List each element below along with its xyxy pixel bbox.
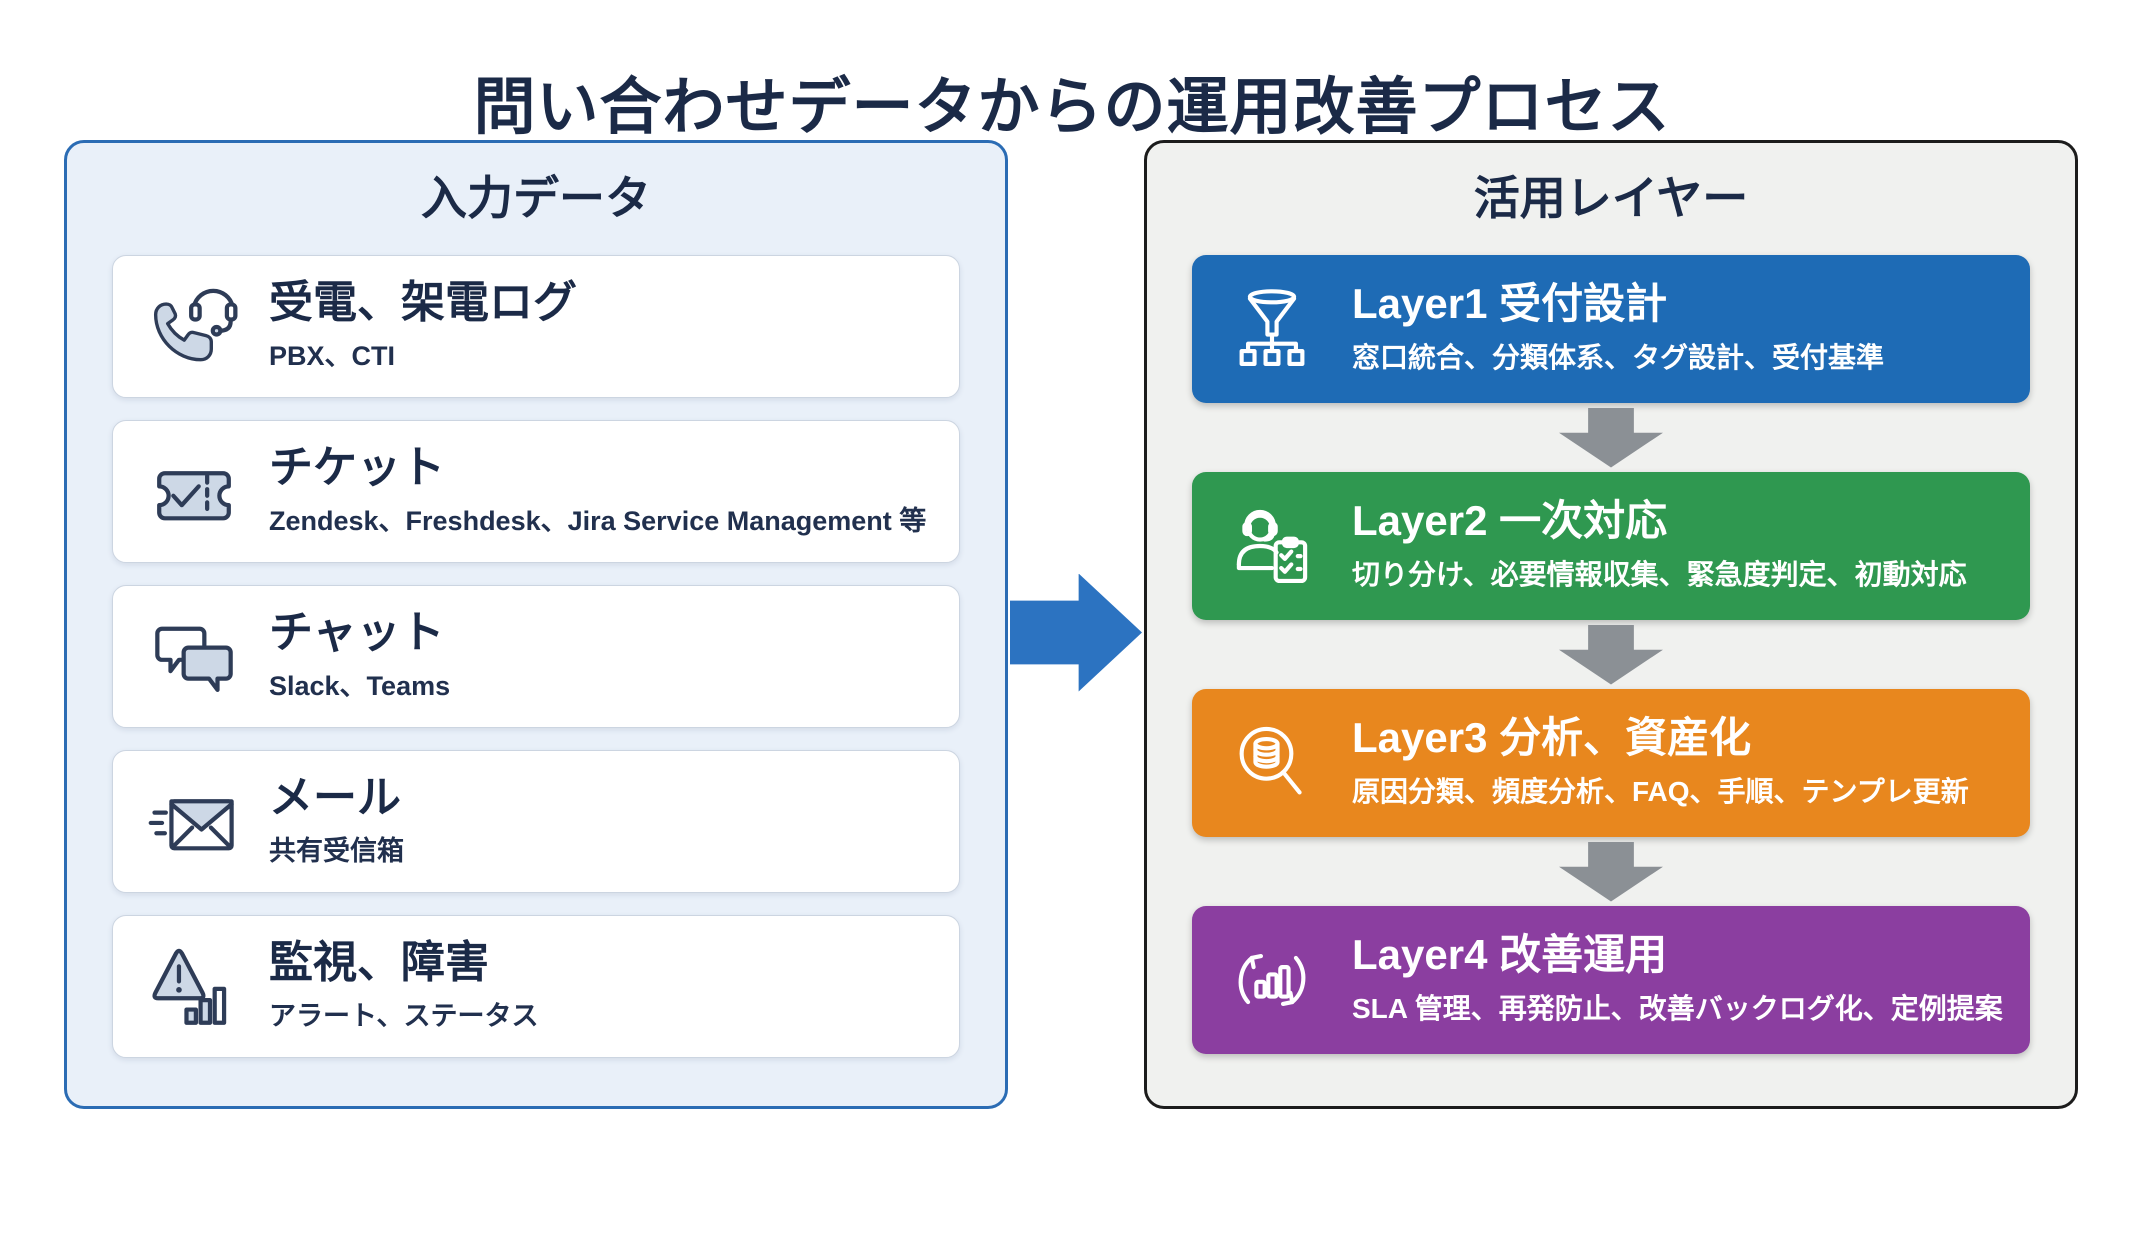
layer-subtitle: SLA 管理、再発防止、改善バックログ化、定例提案 xyxy=(1352,992,2003,1024)
panel-connector xyxy=(1008,140,1144,1109)
input-card-title: 受電、架電ログ xyxy=(269,277,577,327)
input-card-subtitle: Slack、Teams xyxy=(269,671,451,702)
down-arrow-icon xyxy=(1559,841,1663,902)
layer-title: Layer4 改善運用 xyxy=(1352,931,1668,979)
layers-panel: 活用レイヤー Layer1 受付設計 xyxy=(1144,140,2078,1109)
input-card-mail: メール 共有受信箱 xyxy=(112,750,960,893)
input-card-monitoring: 監視、障害 アラート、ステータス xyxy=(112,915,960,1058)
mail-icon xyxy=(147,775,241,869)
layer-subtitle: 原因分類、頻度分析、FAQ、手順、テンプレ更新 xyxy=(1352,775,1969,807)
layer-card-4: Layer4 改善運用 SLA 管理、再発防止、改善バックログ化、定例提案 xyxy=(1192,906,2030,1054)
input-card-subtitle: Zendesk、Freshdesk、Jira Service Managemen… xyxy=(269,506,927,537)
right-arrow-icon xyxy=(1010,573,1142,692)
layer-subtitle: 窓口統合、分類体系、タグ設計、受付基準 xyxy=(1352,341,1885,373)
layer-title: Layer2 一次対応 xyxy=(1352,497,1668,545)
input-card-call-log: 受電、架電ログ PBX、CTI xyxy=(112,255,960,398)
input-card-subtitle: PBX、CTI xyxy=(269,341,396,372)
input-panel-title: 入力データ xyxy=(421,172,651,224)
layer-card-2: Layer2 一次対応 切り分け、必要情報収集、緊急度判定、初動対応 xyxy=(1192,472,2030,620)
ticket-icon xyxy=(147,445,241,539)
input-card-title: メール xyxy=(269,772,401,822)
input-card-ticket: チケット Zendesk、Freshdesk、Jira Service Mana… xyxy=(112,420,960,563)
input-card-title: チャット xyxy=(269,607,445,657)
funnel-hierarchy-icon xyxy=(1226,283,1318,375)
layer-card-1: Layer1 受付設計 窓口統合、分類体系、タグ設計、受付基準 xyxy=(1192,255,2030,403)
layer-card-3: Layer3 分析、資産化 原因分類、頻度分析、FAQ、手順、テンプレ更新 xyxy=(1192,689,2030,837)
cycle-chart-icon xyxy=(1226,934,1318,1026)
layer-title: Layer3 分析、資産化 xyxy=(1352,714,1752,762)
layer-subtitle: 切り分け、必要情報収集、緊急度判定、初動対応 xyxy=(1352,558,1967,590)
input-data-panel: 入力データ 受電、架電ログ xyxy=(64,140,1008,1109)
layer-title: Layer1 受付設計 xyxy=(1352,280,1668,328)
down-arrow-icon xyxy=(1559,407,1663,468)
input-card-title: チケット xyxy=(269,442,445,492)
alert-bars-icon xyxy=(147,940,241,1034)
layer-stack: Layer1 受付設計 窓口統合、分類体系、タグ設計、受付基準 xyxy=(1147,255,2075,1054)
input-card-chat: チャット Slack、Teams xyxy=(112,585,960,728)
panels-row: 入力データ 受電、架電ログ xyxy=(64,140,2144,1109)
layers-panel-title: 活用レイヤー xyxy=(1473,172,1749,224)
support-agent-icon xyxy=(1226,500,1318,592)
search-database-icon xyxy=(1226,717,1318,809)
page-title: 問い合わせデータからの運用改善プロセス xyxy=(473,73,1671,142)
down-arrow-icon xyxy=(1559,624,1663,685)
input-cards: 受電、架電ログ PBX、CTI チケット Zendesk、F xyxy=(67,255,1005,1058)
input-card-title: 監視、障害 xyxy=(269,937,489,987)
input-card-subtitle: アラート、ステータス xyxy=(269,1001,539,1032)
chat-bubbles-icon xyxy=(147,610,241,704)
input-card-subtitle: 共有受信箱 xyxy=(269,836,404,867)
phone-headset-icon xyxy=(147,280,241,374)
